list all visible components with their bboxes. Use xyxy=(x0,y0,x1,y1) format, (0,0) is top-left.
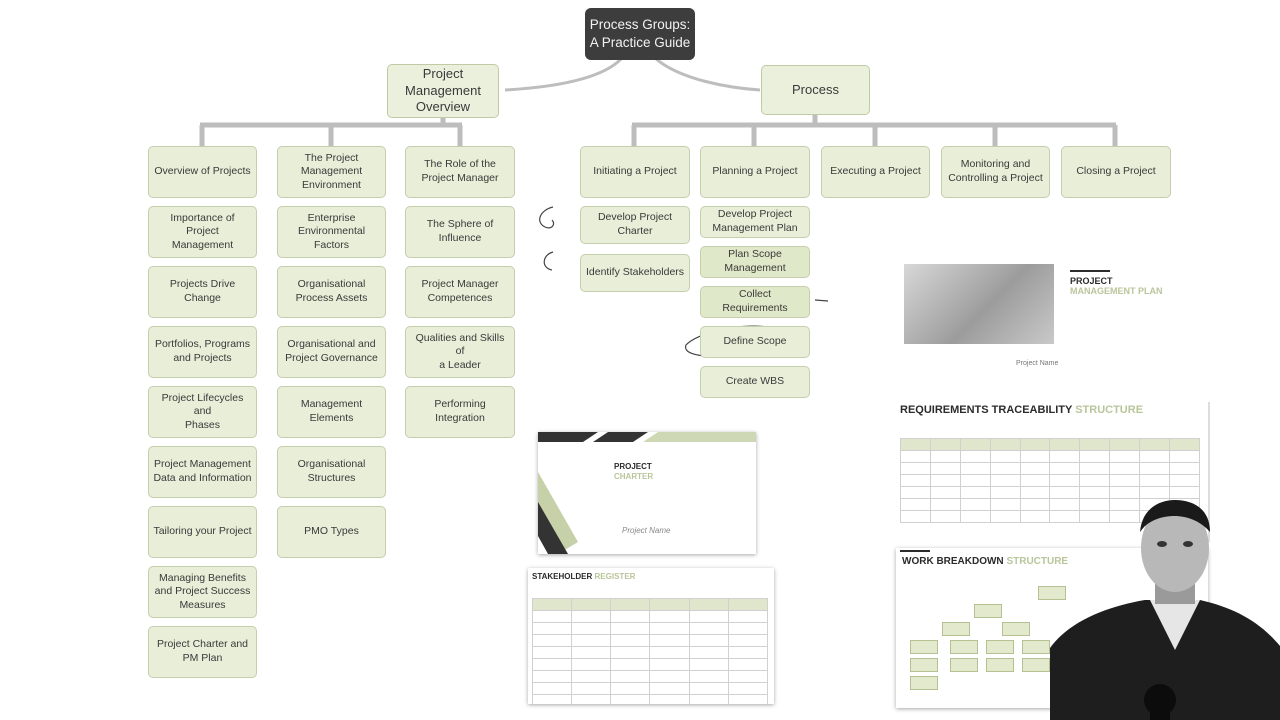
traceability-title-1: REQUIREMENTS TRACEABILITY xyxy=(900,404,1073,416)
pm-plan-thumbnail: PROJECT MANAGEMENT PLAN Project Name xyxy=(904,264,1166,374)
overview-col2-item: PMO Types xyxy=(277,506,386,558)
overview-col2-item: Management Elements xyxy=(277,386,386,438)
overview-col2-item: Enterprise Environmental Factors xyxy=(277,206,386,258)
pm-plan-photo xyxy=(904,264,1054,344)
charter-decoration xyxy=(538,432,756,554)
wbs-box xyxy=(986,658,1014,672)
overview-col2-item: Organisational and Project Governance xyxy=(277,326,386,378)
overview-col1-item: Projects Drive Change xyxy=(148,266,257,318)
charter-title-1: PROJECT xyxy=(614,462,652,471)
traceability-title: REQUIREMENTS TRACEABILITY STRUCTURE xyxy=(900,404,1143,416)
charter-thumbnail: PROJECT CHARTER Project Name xyxy=(538,432,756,554)
overview-col2-header: The Project Management Environment xyxy=(277,146,386,198)
stakeholder-title: STAKEHOLDER REGISTER xyxy=(532,572,635,581)
wbs-box xyxy=(950,658,978,672)
wbs-box xyxy=(1022,640,1050,654)
overview-col3-header: The Role of the Project Manager xyxy=(405,146,515,198)
overview-col3-item: Project Manager Competences xyxy=(405,266,515,318)
planning-item: Develop Project Management Plan xyxy=(700,206,810,238)
stakeholder-thumbnail: STAKEHOLDER REGISTER xyxy=(528,568,774,704)
overview-col1-item: Importance of Project Management xyxy=(148,206,257,258)
traceability-title-2: STRUCTURE xyxy=(1075,404,1144,416)
presenter-video xyxy=(1050,500,1280,720)
planning-item: Create WBS xyxy=(700,366,810,398)
wbs-box xyxy=(910,658,938,672)
overview-col1-header: Overview of Projects xyxy=(148,146,257,198)
pm-plan-title-1: PROJECT xyxy=(1070,276,1113,286)
stakeholder-title-2: REGISTER xyxy=(594,572,636,581)
wbs-box xyxy=(910,676,938,690)
wbs-box xyxy=(910,640,938,654)
wbs-rule xyxy=(900,550,930,552)
overview-col1-item: Managing Benefits and Project Success Me… xyxy=(148,566,257,618)
wbs-box xyxy=(950,640,978,654)
wbs-box xyxy=(974,604,1002,618)
initiating-item: Develop Project Charter xyxy=(580,206,690,244)
wbs-box xyxy=(942,622,970,636)
overview-node: Project Management Overview xyxy=(387,64,499,118)
pm-plan-caption: Project Name xyxy=(1016,360,1059,367)
overview-col3-item: Qualities and Skills of a Leader xyxy=(405,326,515,378)
process-planning-header: Planning a Project xyxy=(700,146,810,198)
wbs-box xyxy=(1022,658,1050,672)
process-closing-header: Closing a Project xyxy=(1061,146,1171,198)
overview-col2-item: Organisational Process Assets xyxy=(277,266,386,318)
root-node: Process Groups: A Practice Guide xyxy=(585,8,695,60)
charter-title-2: CHARTER xyxy=(614,472,654,481)
process-initiating-header: Initiating a Project xyxy=(580,146,690,198)
wbs-title-2: STRUCTURE xyxy=(1006,556,1069,567)
wbs-title-1: WORK BREAKDOWN xyxy=(902,556,1004,567)
process-node: Process xyxy=(761,65,870,115)
overview-col1-item: Portfolios, Programs and Projects xyxy=(148,326,257,378)
wbs-box xyxy=(1038,586,1066,600)
process-monitoring-header: Monitoring and Controlling a Project xyxy=(941,146,1050,198)
planning-item: Collect Requirements xyxy=(700,286,810,318)
initiating-item: Identify Stakeholders xyxy=(580,254,690,292)
charter-caption: Project Name xyxy=(622,526,671,535)
wbs-title: WORK BREAKDOWN STRUCTURE xyxy=(902,556,1068,567)
pm-plan-title-2: MANAGEMENT PLAN xyxy=(1070,286,1163,296)
overview-col1-item: Project Charter and PM Plan xyxy=(148,626,257,678)
wbs-box xyxy=(1002,622,1030,636)
overview-col1-item: Project Lifecycles and Phases xyxy=(148,386,257,438)
overview-col1-item: Tailoring your Project xyxy=(148,506,257,558)
overview-col2-item: Organisational Structures xyxy=(277,446,386,498)
process-executing-header: Executing a Project xyxy=(821,146,930,198)
overview-col3-item: The Sphere of Influence xyxy=(405,206,515,258)
overview-col1-item: Project Management Data and Information xyxy=(148,446,257,498)
planning-item: Define Scope xyxy=(700,326,810,358)
overview-col3-item: Performing Integration xyxy=(405,386,515,438)
wbs-box xyxy=(986,640,1014,654)
stakeholder-grid xyxy=(531,598,769,704)
stakeholder-title-1: STAKEHOLDER xyxy=(532,572,593,581)
pm-plan-rule xyxy=(1070,270,1110,272)
planning-item: Plan Scope Management xyxy=(700,246,810,278)
